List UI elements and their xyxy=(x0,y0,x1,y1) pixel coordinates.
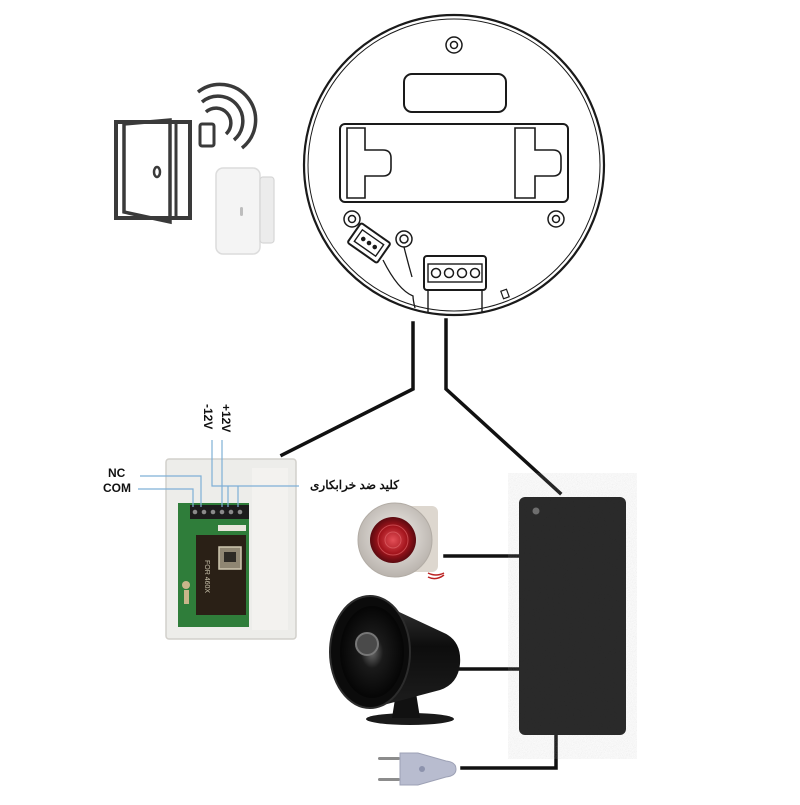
sensor-glyph xyxy=(198,122,216,148)
flash-siren xyxy=(357,502,445,580)
leader-lines xyxy=(138,440,299,507)
door-leaf xyxy=(122,118,172,225)
sensor-magnet xyxy=(259,176,275,244)
door-sensor-device xyxy=(215,167,275,255)
terminal-4 xyxy=(469,267,481,279)
screw-hole-left xyxy=(343,210,361,228)
label-minus-12v: -12V xyxy=(201,404,215,430)
wires xyxy=(279,318,563,770)
label-nc: NC xyxy=(108,466,126,480)
terminal-3 xyxy=(456,267,468,279)
terminal-1 xyxy=(430,267,442,279)
leader-com xyxy=(138,488,194,507)
panel-inner-ring xyxy=(307,18,601,312)
panel-outer-ring xyxy=(302,13,606,317)
wire-psu-to-plug xyxy=(460,733,558,770)
psu-screw xyxy=(532,507,540,515)
bracket-tab-right xyxy=(514,127,562,199)
mounting-bracket xyxy=(339,123,569,203)
screw-hole-top xyxy=(445,36,463,54)
screw-hole-right xyxy=(547,210,565,228)
screw-hole-mid xyxy=(395,230,413,248)
signal-wave-3 xyxy=(196,82,258,150)
sensor-main-unit xyxy=(215,167,261,255)
angled-connector xyxy=(347,222,391,264)
pir-board-text: FOR 460X xyxy=(203,560,210,593)
horn-base xyxy=(366,713,454,725)
power-supply-box xyxy=(519,497,626,735)
signal-wave-2 xyxy=(200,94,245,142)
plug-pin-top xyxy=(378,757,400,760)
terminal-block xyxy=(423,255,487,312)
internal-wire xyxy=(382,259,416,309)
horn-driver xyxy=(355,632,379,656)
leader-nc xyxy=(140,475,202,507)
plug-pin-bottom xyxy=(378,778,400,781)
leader-minus12v xyxy=(211,440,299,487)
plug-body xyxy=(399,752,457,786)
terminal-2 xyxy=(443,267,455,279)
psu-body xyxy=(519,497,626,735)
flash-siren-wires xyxy=(427,572,445,580)
label-tamper-switch: کلید ضد خرابکاری xyxy=(310,478,399,492)
tamper-switch xyxy=(218,525,246,531)
pir-terminal-strip xyxy=(190,505,249,519)
door-wireless-icon xyxy=(114,82,258,225)
wire-panel-to-pir xyxy=(279,321,415,458)
label-com: COM xyxy=(103,481,131,495)
latch-notch xyxy=(500,288,510,300)
label-plus-12v: +12V xyxy=(219,404,233,433)
pir-detector: FOR 460X xyxy=(165,458,297,640)
door-knob xyxy=(152,165,162,179)
horn-siren xyxy=(329,595,461,725)
wire-panel-to-psu xyxy=(444,318,563,496)
signal-wave-1 xyxy=(204,106,233,136)
control-panel xyxy=(302,13,606,317)
bracket-tab-left xyxy=(346,127,392,199)
mains-plug xyxy=(378,752,457,786)
flash-siren-lens xyxy=(370,517,416,563)
label-window xyxy=(403,73,507,113)
